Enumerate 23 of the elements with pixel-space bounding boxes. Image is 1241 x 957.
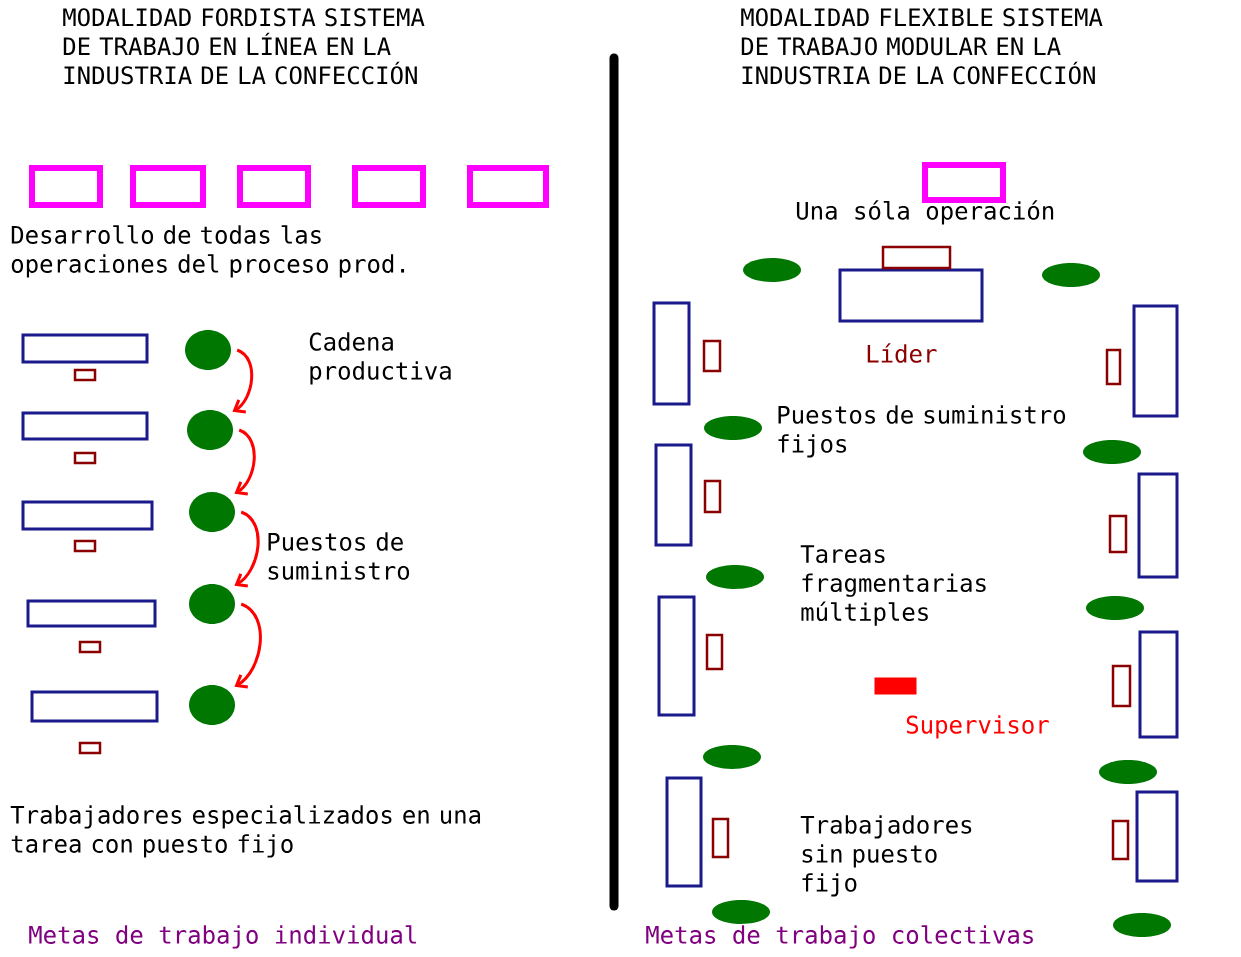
caption-text: Puestos de suministro bbox=[268, 532, 410, 580]
caption-text: Metas de trabajo colectivas bbox=[646, 925, 1033, 949]
role-label: Líder bbox=[867, 343, 937, 363]
caption-text: Desarrollo de todas las operaciones del proceso prod. bbox=[11, 225, 405, 278]
supply-circle bbox=[189, 492, 235, 532]
caption-text: Trabajadores sin puesto fijo bbox=[800, 815, 972, 897]
curved-arrow bbox=[234, 602, 262, 689]
supply-circle bbox=[187, 410, 233, 450]
supply-circle bbox=[189, 584, 235, 624]
caption-text: Trabajadores especializados en una tarea con puesto fijo bbox=[10, 805, 480, 858]
caption-text: Metas de trabajo individual bbox=[29, 925, 416, 949]
caption-text: Cadena productiva bbox=[309, 332, 451, 385]
curved-arrow bbox=[232, 348, 254, 414]
heading: MODALIDAD FLEXIBLE SISTEMA DE TRABAJO MODULAR EN LA INDUSTRIA DE LA CONFECCIÓN bbox=[741, 8, 1103, 85]
supply-circle bbox=[189, 685, 235, 725]
curved-arrow bbox=[234, 510, 260, 588]
supply-circle bbox=[185, 330, 231, 370]
caption-text: Una sóla operación bbox=[796, 200, 1054, 225]
caption-text: Puestos de suministro fijos bbox=[778, 405, 1066, 458]
heading: MODALIDAD FORDISTA SISTEMA DE TRABAJO EN LÍNEA EN LA INDUSTRIA DE LA CONFECCIÓN bbox=[63, 8, 425, 85]
caption-text: Tareas fragmentarias múltiples bbox=[800, 545, 986, 626]
role-label: Supervisor bbox=[906, 715, 1049, 739]
curved-arrow bbox=[234, 428, 256, 496]
